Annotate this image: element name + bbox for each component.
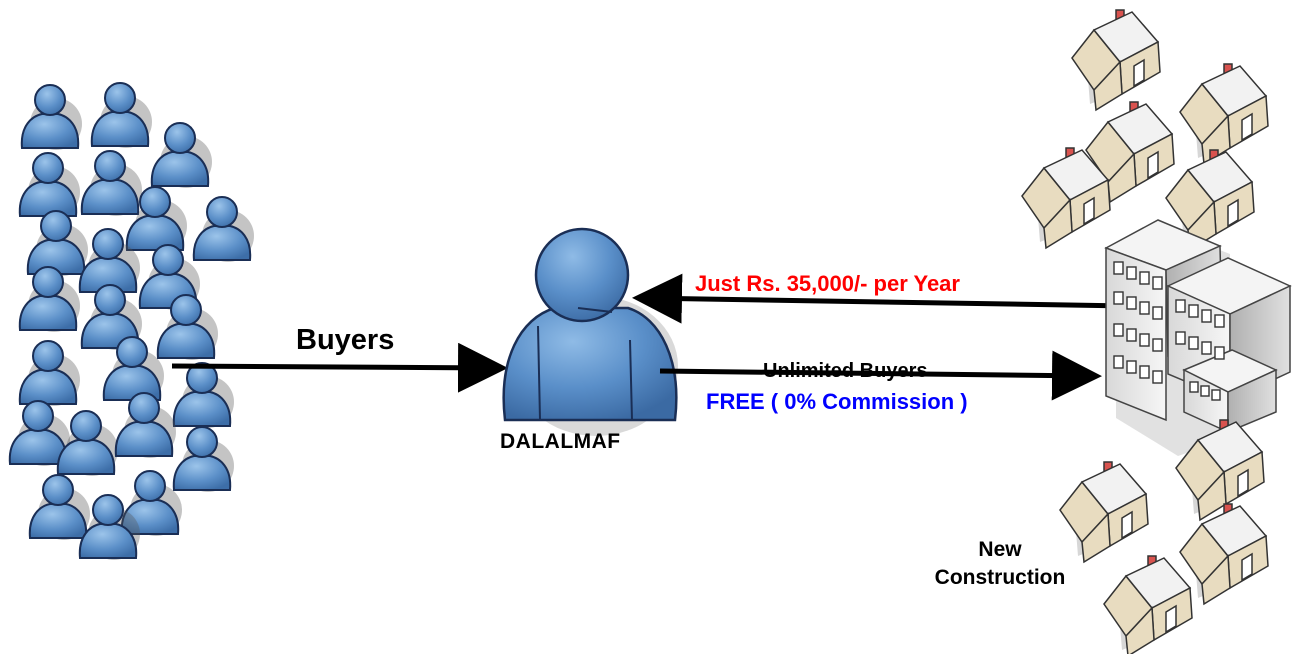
new-construction-line2: Construction [934,566,1066,589]
new-construction-label: New Construction [900,536,1100,592]
person-icon [90,82,153,149]
house-icon [1103,555,1193,654]
person-icon [80,150,143,217]
house-icon [1179,503,1269,605]
person-icon [192,196,255,263]
buyers-crowd [8,82,255,561]
person-icon [172,426,235,493]
person-icon [18,266,81,333]
dalalmaf-hub-icon [502,227,678,436]
unlimited-arrow [659,350,1102,401]
hub-label: DALALMAF [500,430,621,453]
new-construction-line1: New [978,538,1022,561]
buyers-arrow [171,342,508,393]
person-icon [28,474,91,541]
person-icon [114,392,177,459]
person-icon [172,362,235,429]
price-arrow [632,273,1129,324]
person-icon [26,210,89,277]
person-icon [20,84,83,151]
house-icon [1179,63,1269,165]
person-icon [150,122,213,189]
price-label: Just Rs. 35,000/- per Year [695,271,960,296]
house-icon [1071,9,1161,111]
person-icon [18,340,81,407]
buyers-label: Buyers [296,324,395,356]
free-commission-label: FREE ( 0% Commission ) [706,389,968,414]
unlimited-buyers-label: Unlimited Buyers [763,360,928,382]
person-icon [18,152,81,219]
building-icon [1104,219,1292,456]
houses-top [1021,9,1269,251]
